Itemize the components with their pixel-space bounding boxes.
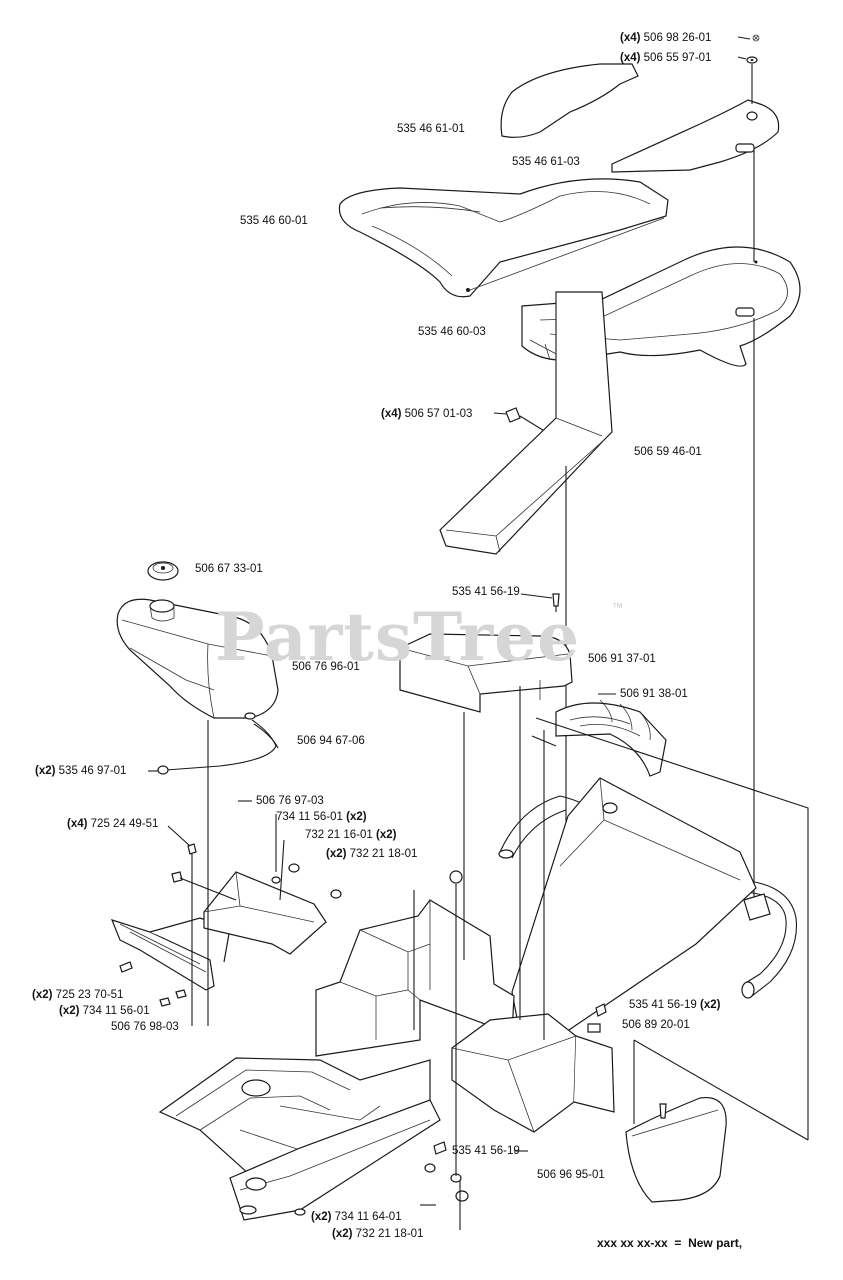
label-506-67-33-01: 506 67 33-01 — [195, 563, 263, 575]
fender-506-91-38-01 — [555, 699, 667, 777]
label-725-23-70-51: (x2) 725 23 70-51 — [32, 989, 124, 1001]
label-732-21-18-01-top: (x2) 732 21 18-01 — [326, 848, 418, 860]
seat-pad-535-46-61-03 — [611, 99, 780, 173]
washer-506-55-97-01 — [746, 56, 758, 64]
bracket-506-59-46-01 — [439, 291, 613, 555]
label-506-76-97-03: 506 76 97-03 — [256, 795, 324, 807]
legend-equals: = — [674, 1236, 682, 1250]
label-535-46-60-03: 535 46 60-03 — [418, 326, 486, 338]
label-734-11-56-01-top: 734 11 56-01 (x2) — [276, 811, 367, 823]
hardware — [119, 843, 607, 1202]
label-732-21-18-01-bottom: (x2) 732 21 18-01 — [332, 1228, 424, 1240]
label-506-76-96-01: 506 76 96-01 — [292, 661, 360, 673]
watermark-trademark: ™ — [612, 602, 623, 614]
front-axle — [229, 1099, 441, 1221]
cover-506-91-37-01 — [399, 633, 573, 713]
watermark: PartsTree — [215, 598, 581, 676]
label-506-94-67-06: 506 94 67-06 — [297, 735, 365, 747]
cap-506-67-33-01 — [147, 561, 179, 581]
label-506-91-38-01: 506 91 38-01 — [620, 688, 688, 700]
fuel-line-506-94-67-06 — [157, 719, 279, 775]
label-734-11-64-01: (x2) 734 11 64-01 — [311, 1211, 402, 1223]
main-frame — [315, 777, 757, 1057]
label-506-89-20-01: 506 89 20-01 — [622, 1019, 690, 1031]
label-732-21-16-01: 732 21 16-01 (x2) — [305, 829, 397, 841]
label-535-46-97-01: (x2) 535 46 97-01 — [35, 765, 127, 777]
label-506-98-26-01: (x4) 506 98 26-01 — [620, 32, 712, 44]
seat-535-46-60-01 — [338, 178, 669, 298]
label-535-46-61-01: 535 46 61-01 — [397, 123, 465, 135]
plate-506-96-95-01 — [451, 1013, 615, 1133]
legend-text: New part, — [688, 1236, 743, 1250]
label-725-24-49-51: (x4) 725 24 49-51 — [67, 818, 159, 830]
label-506-57-01-03: (x4) 506 57 01-03 — [381, 408, 473, 420]
label-535-46-60-01: 535 46 60-01 — [240, 215, 308, 227]
label-535-41-56-19-bottom: 535 41 56-19 — [452, 1145, 520, 1157]
seat-pad-535-46-61-01 — [500, 63, 639, 138]
screw-535-41-56-19 — [552, 593, 560, 612]
cover-plate — [625, 1096, 727, 1203]
label-506-76-98-03: 506 76 98-03 — [111, 1021, 179, 1033]
label-535-46-61-03: 535 46 61-03 — [512, 156, 580, 168]
legend-new-part: xxx xx xx-xx = New part, — [597, 1236, 742, 1250]
bracket-506-76-97-03 — [203, 871, 327, 955]
label-535-41-56-19-x2: 535 41 56-19 (x2) — [629, 999, 721, 1011]
label-506-91-37-01: 506 91 37-01 — [588, 653, 656, 665]
screw-535-41-56-19-x2 — [659, 1103, 667, 1119]
label-506-59-46-01: 506 59 46-01 — [634, 446, 702, 458]
leader-lines — [148, 36, 751, 1206]
legend-pattern: xxx xx xx-xx — [597, 1236, 668, 1250]
screw-506-57-01-03 — [505, 407, 547, 433]
screw-506-98-26-01 — [752, 34, 760, 42]
fuel-tank-506-76-96-01 — [116, 598, 279, 720]
label-535-41-56-19-top: 535 41 56-19 — [452, 586, 520, 598]
label-734-11-56-01-bottom: (x2) 734 11 56-01 — [59, 1005, 150, 1017]
label-506-55-97-01: (x4) 506 55 97-01 — [620, 52, 712, 64]
label-506-96-95-01: 506 96 95-01 — [537, 1169, 605, 1181]
